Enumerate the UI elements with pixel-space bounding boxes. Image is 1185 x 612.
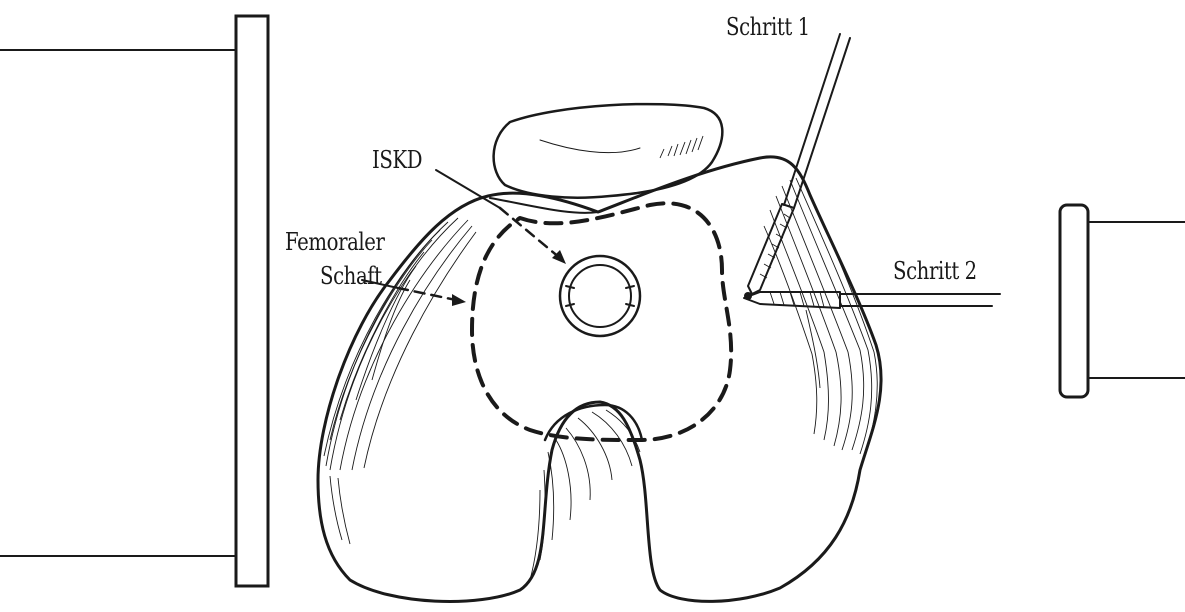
iskd-leader [436,170,566,264]
schritt-1-label: Schritt 1 [726,14,810,40]
femoraler-schaft-label-line1: Femoraler [285,229,385,255]
iskd-label: ISKD [372,147,422,173]
left-plate [0,16,268,586]
patella [494,104,723,198]
right-plate [1060,205,1185,397]
drill-schritt-2 [744,292,1000,308]
schritt-2-label: Schritt 2 [893,258,977,284]
femoraler-schaft-label-line2: Schaft [320,263,382,289]
iskd-ring [560,256,640,336]
